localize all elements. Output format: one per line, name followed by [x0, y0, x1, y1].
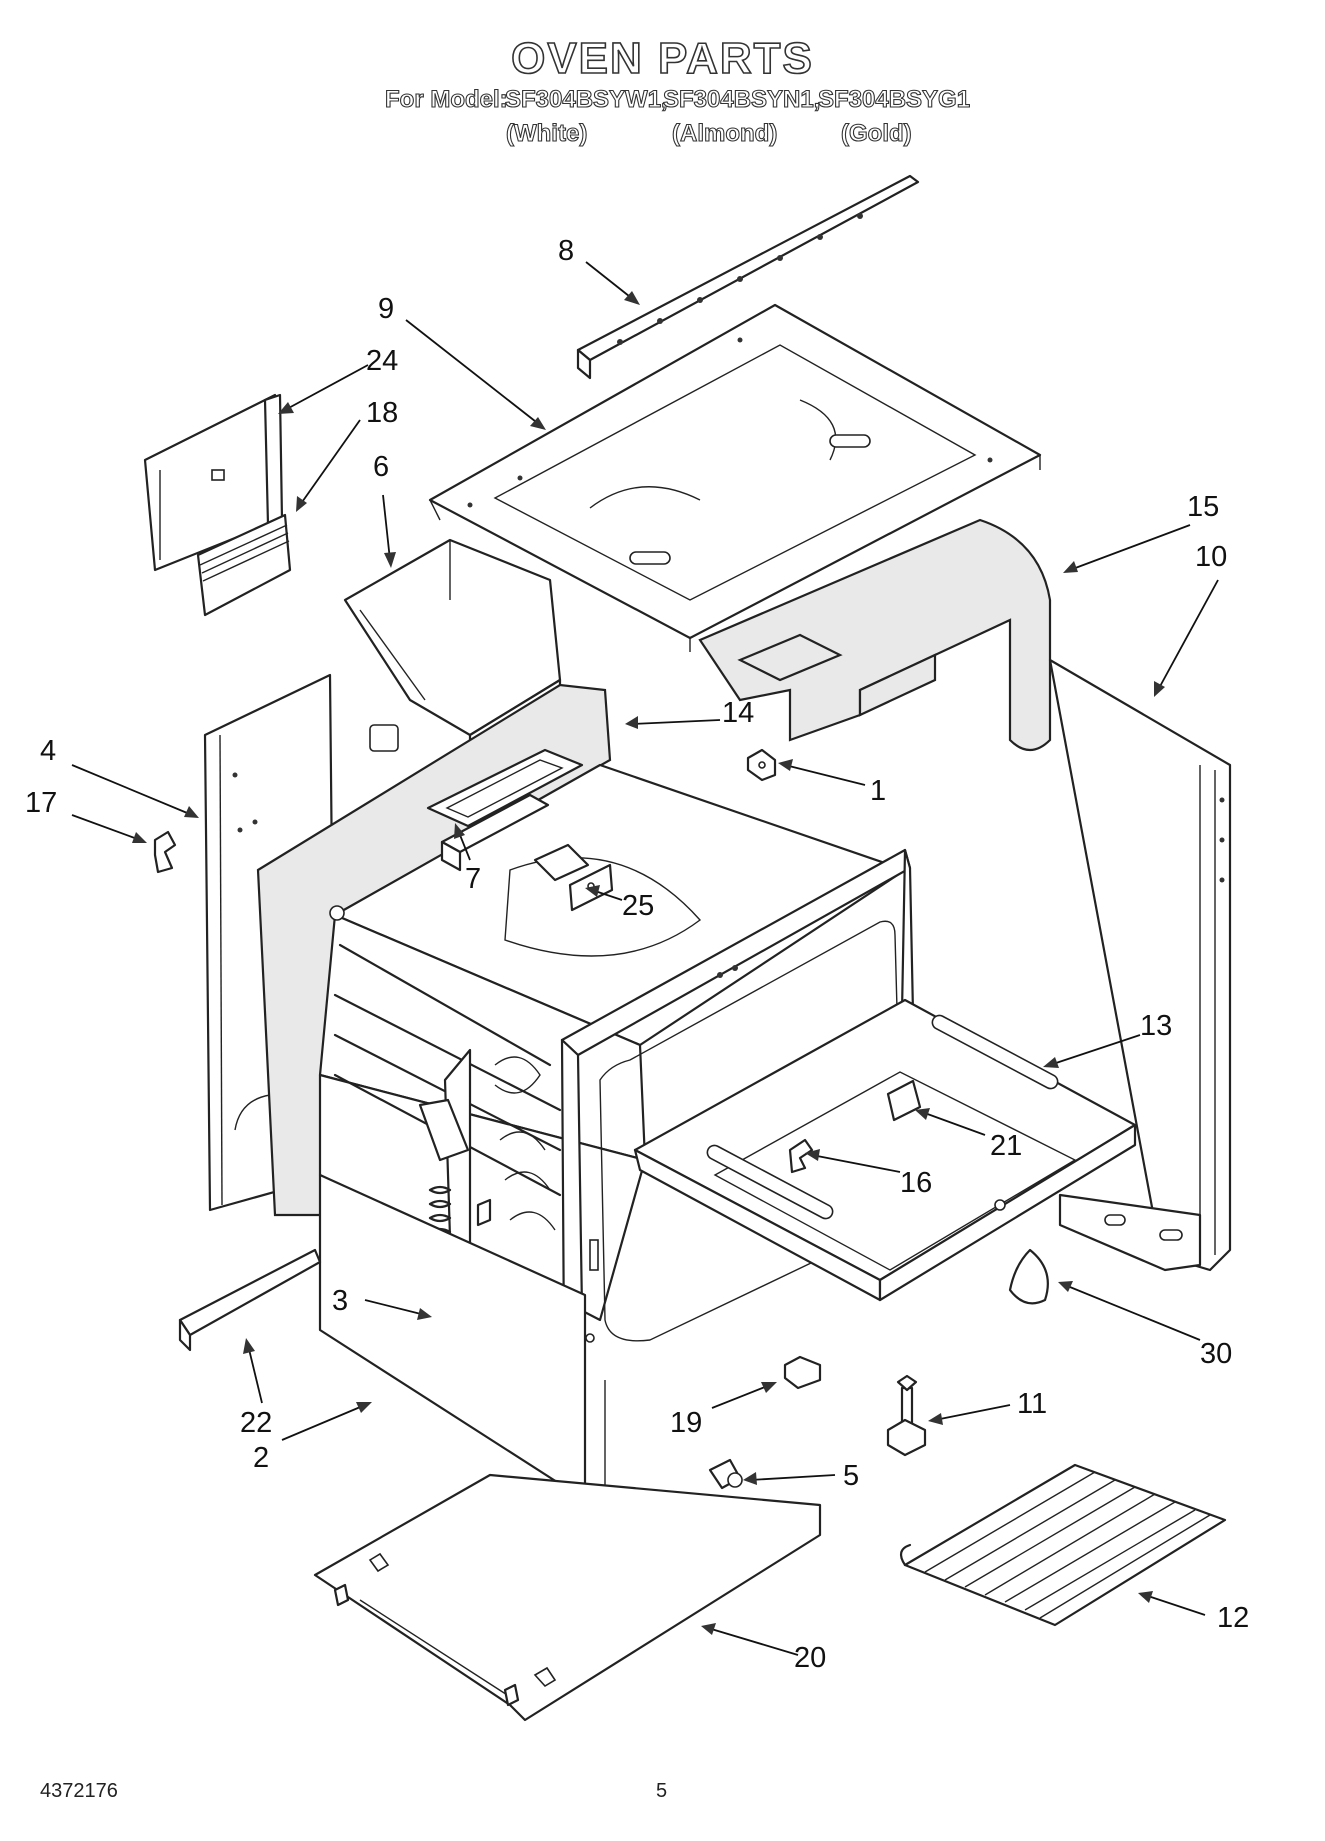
model-prefix: For Model: [384, 85, 508, 113]
callout-2: 2 [253, 1442, 269, 1474]
callout-13: 13 [1140, 1010, 1172, 1042]
part-9-top-frame [428, 303, 1042, 652]
model-number-almond: SF304BSYN1, [662, 85, 821, 113]
callout-16: 16 [900, 1167, 932, 1199]
part-5-bolt [708, 1458, 743, 1490]
part-16-clip [788, 1138, 814, 1174]
part-13-oven-bottom-pan [633, 998, 1137, 1302]
callout-20: 20 [794, 1642, 826, 1674]
part-18-baffle [196, 513, 292, 617]
part-19-bracket [783, 1355, 822, 1390]
callout-18: 18 [366, 397, 398, 429]
callout-12: 12 [1217, 1602, 1249, 1634]
callout-24: 24 [366, 345, 398, 377]
model-number-white: SF304BSYW1, [504, 85, 668, 113]
part-15-top-insulation [698, 518, 1052, 752]
callout-6: 6 [373, 451, 389, 483]
model-color-almond: (Almond) [671, 119, 778, 147]
callout-3: 3 [332, 1285, 348, 1317]
callout-11: 11 [1017, 1388, 1047, 1420]
part-1-clip [746, 748, 777, 782]
part-8-top-brace [576, 174, 920, 380]
callout-15: 15 [1187, 491, 1219, 523]
part-30-grommet [1008, 1248, 1049, 1305]
callout-30: 30 [1200, 1338, 1232, 1370]
part-7-trim-collar [426, 748, 584, 872]
part-21-label [886, 1079, 922, 1122]
part-3-door-hinge [418, 1048, 492, 1397]
part-12-oven-rack [899, 1463, 1227, 1627]
part-number: 4372176 [40, 1780, 118, 1802]
callout-7: 7 [465, 863, 481, 895]
part-11-leveling-leg [886, 1374, 927, 1457]
part-22-bottom-rail [178, 1248, 322, 1352]
leader-lines [71, 261, 1219, 1656]
model-color-white: (White) [505, 119, 588, 147]
page-number: 5 [656, 1780, 668, 1802]
callout-4: 4 [40, 735, 56, 767]
callout-17: 17 [25, 787, 57, 819]
bottom-rear-bracket [1058, 1193, 1202, 1272]
callout-21: 21 [990, 1130, 1022, 1162]
callout-5: 5 [843, 1460, 859, 1492]
callout-10: 10 [1195, 541, 1227, 573]
callout-19: 19 [670, 1407, 702, 1439]
callout-1: 1 [870, 775, 886, 807]
model-number-gold: SF304BSYG1 [817, 85, 971, 113]
page-title: OVEN PARTS [510, 33, 814, 84]
callout-8: 8 [558, 235, 574, 267]
model-color-gold: (Gold) [840, 119, 912, 147]
callout-14: 14 [722, 697, 754, 729]
part-17-clip [153, 830, 177, 874]
callout-25: 25 [622, 890, 654, 922]
part-20-bottom-plate [313, 1473, 822, 1722]
callout-22: 22 [240, 1407, 272, 1439]
callout-labels: 8 9 24 18 6 15 10 14 4 1 17 7 25 13 21 1… [25, 235, 1249, 1674]
callout-9: 9 [378, 293, 394, 325]
